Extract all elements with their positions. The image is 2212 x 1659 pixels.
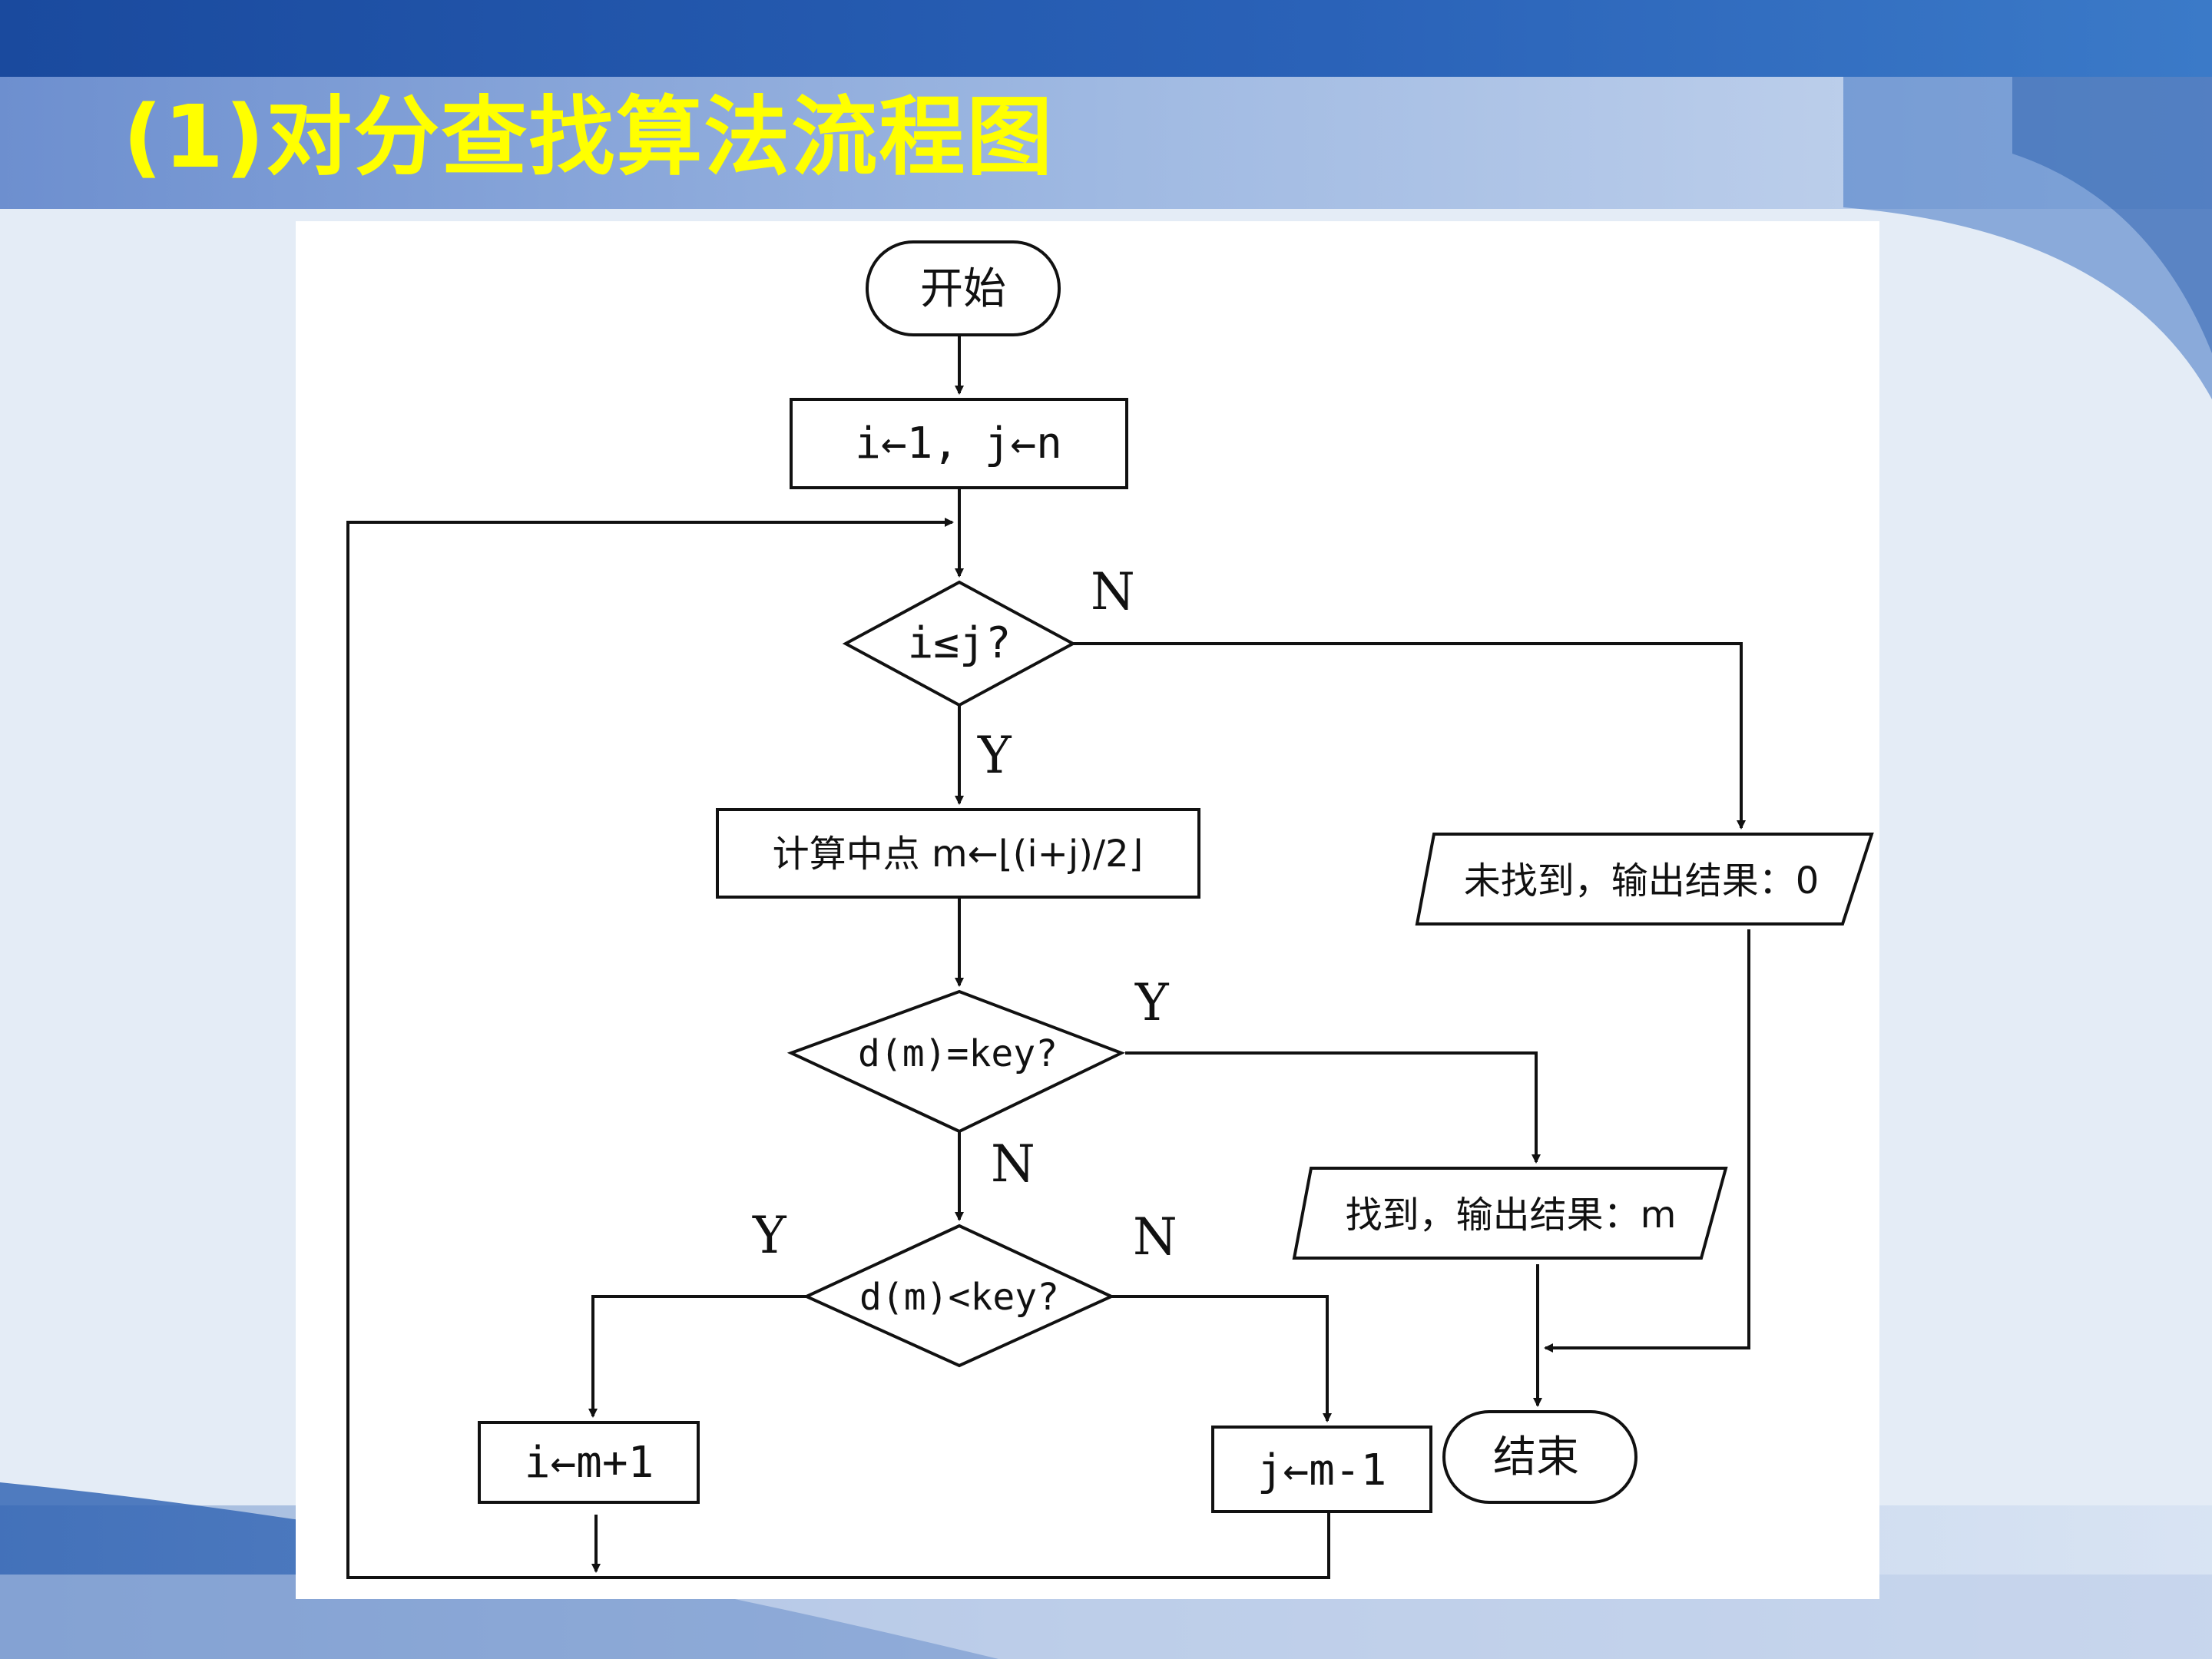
- slide-title: (1)对分查找算法流程图: [123, 88, 1055, 187]
- label-equal-yes: Y: [1134, 973, 1170, 1032]
- node-set-i-label: i←m+1: [525, 1438, 654, 1488]
- node-calc-mid: 计算中点 m←⌊(i+j)/2⌋: [716, 808, 1200, 899]
- label-less-yes: Y: [752, 1206, 787, 1265]
- node-not-found: 未找到，输出结果：0: [1415, 833, 1874, 926]
- node-start: 开始: [866, 240, 1061, 336]
- node-not-found-label: 未找到，输出结果：0: [1464, 859, 1820, 902]
- node-cond-less: d(m)<key?: [803, 1224, 1115, 1368]
- label-range-yes: Y: [977, 726, 1012, 785]
- node-calc-mid-label: 计算中点 m←⌊(i+j)/2⌋: [773, 833, 1144, 876]
- edge-range-no: [1073, 642, 1746, 830]
- node-set-j-label: j←m-1: [1257, 1445, 1387, 1495]
- connectors: [346, 335, 1750, 1579]
- edge-not-found-end: [1544, 929, 1750, 1353]
- edge-equal-yes: [1125, 1051, 1541, 1164]
- node-start-label: 开始: [920, 264, 1006, 314]
- label-equal-no: N: [991, 1134, 1035, 1194]
- node-cond-range-label: i≤j?: [908, 618, 1012, 668]
- node-found: 找到，输出结果：m: [1292, 1167, 1728, 1260]
- label-less-no: N: [1133, 1207, 1177, 1267]
- edge-loop-back: [346, 518, 1330, 1579]
- node-set-i: i←m+1: [478, 1421, 700, 1504]
- label-range-no: N: [1091, 562, 1135, 621]
- edge-less-no: [1111, 1295, 1332, 1422]
- node-cond-range: i≤j?: [842, 580, 1077, 707]
- node-end-label: 结束: [1493, 1432, 1579, 1482]
- node-cond-less-label: d(m)<key?: [859, 1276, 1059, 1319]
- binary-search-flowchart: 开始 i←1, j←n i≤j? 计算中点 m←⌊(i+j)/2⌋ 未找到，输出…: [346, 240, 1874, 1579]
- node-cond-equal: d(m)=key?: [786, 989, 1126, 1134]
- edge-less-yes: [588, 1295, 806, 1418]
- node-found-label: 找到，输出结果：m: [1346, 1194, 1677, 1237]
- node-end: 结束: [1442, 1410, 1637, 1504]
- flowchart-panel: 开始 i←1, j←n i≤j? 计算中点 m←⌊(i+j)/2⌋ 未找到，输出…: [296, 221, 1879, 1599]
- node-init-label: i←1, j←n: [855, 419, 1062, 469]
- node-init: i←1, j←n: [790, 398, 1128, 489]
- node-cond-equal-label: d(m)=key?: [858, 1032, 1058, 1075]
- node-set-j: j←m-1: [1211, 1426, 1432, 1513]
